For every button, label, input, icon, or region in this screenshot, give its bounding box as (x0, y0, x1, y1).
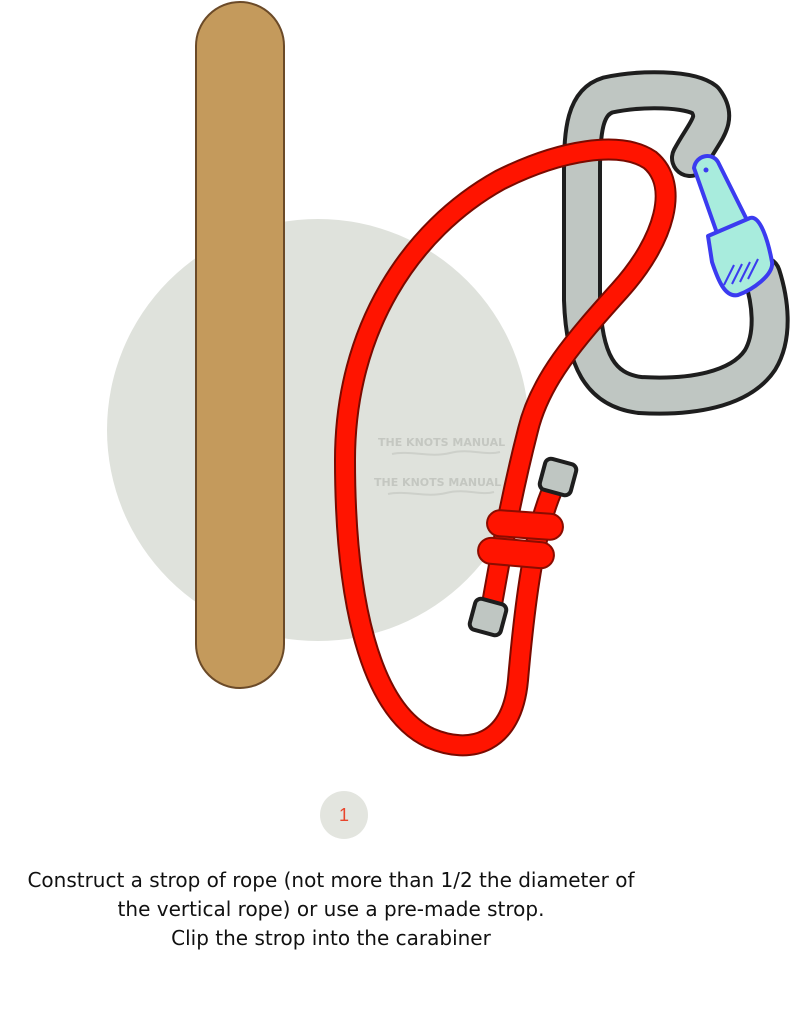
caption-line: the vertical rope) or use a pre-made str… (117, 897, 545, 921)
carabiner (562, 70, 790, 416)
rope-end-caps (467, 456, 579, 638)
watermark-knot-mark (391, 450, 501, 456)
rope-end-cap-bottom (467, 596, 509, 638)
carabiner-gate (692, 154, 775, 298)
watermark-text: THE KNOTS MANUAL (378, 436, 505, 449)
prusik-wraps (477, 509, 564, 570)
rope-end-cap-top (537, 456, 579, 498)
background-circle (107, 219, 529, 641)
watermark-knot-mark (387, 490, 495, 496)
step-caption: Construct a strop of rope (not more than… (0, 866, 662, 953)
step-number-badge: 1 (320, 791, 368, 839)
caption-line: Construct a strop of rope (not more than… (27, 868, 635, 892)
caption-line: Clip the strop into the carabiner (171, 926, 491, 950)
watermark-text: THE KNOTS MANUAL (374, 476, 501, 489)
watermark: THE KNOTS MANUAL THE KNOTS MANUAL (374, 436, 505, 496)
strop-rope (333, 138, 677, 757)
vertical-rope (195, 1, 285, 689)
